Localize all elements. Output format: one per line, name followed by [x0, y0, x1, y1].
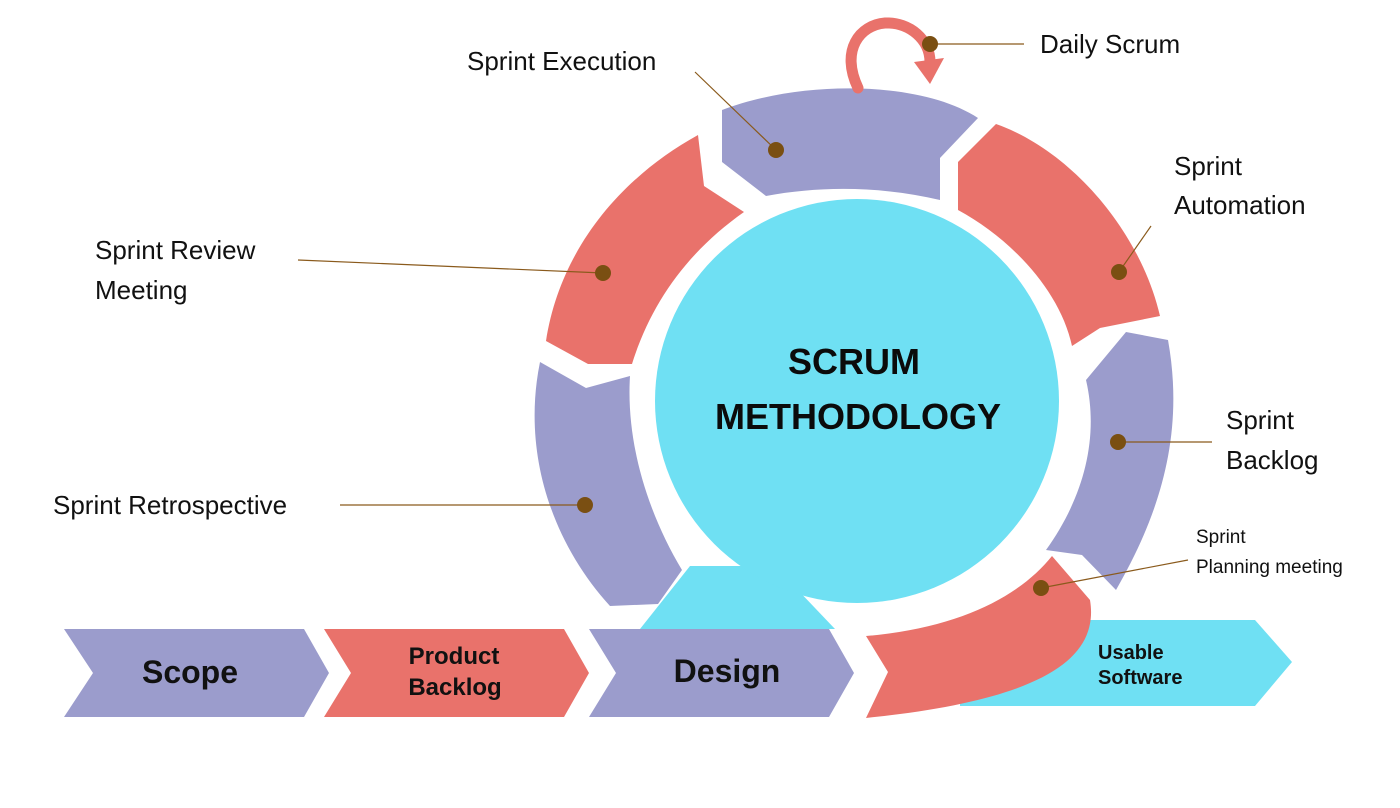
flow-label-product-backlog-line-1: Product — [409, 643, 500, 670]
flow-arrow-scope — [64, 629, 329, 717]
leader-sprint-review — [297, 259, 604, 274]
flow-arrow-design — [589, 629, 854, 717]
label-sprint-planning-line-1: Sprint — [1196, 527, 1246, 548]
segment-sprint-automation — [958, 124, 1160, 346]
dot-sprint-backlog — [1110, 434, 1126, 450]
label-sprint-backlog-line-2: Backlog — [1226, 445, 1319, 475]
label-sprint-backlog-line-1: Sprint — [1226, 405, 1295, 435]
leader-sprint-execution — [694, 71, 777, 151]
leader-sprint-planning — [1040, 559, 1189, 589]
flow-label-product-backlog-line-2: Backlog — [408, 674, 501, 701]
daily-scrum-loop-arrow — [845, 17, 936, 94]
dot-sprint-automation — [1111, 264, 1127, 280]
flow-label-design: Design — [674, 653, 781, 689]
dot-daily-scrum — [922, 36, 938, 52]
label-sprint-review-line-2: Meeting — [95, 275, 188, 305]
dot-sprint-review — [595, 265, 611, 281]
segment-sprint-retrospective — [534, 362, 682, 606]
flow-arrow-product-backlog — [324, 629, 589, 717]
dot-sprint-retrospective — [577, 497, 593, 513]
center-circle — [655, 199, 1059, 603]
label-sprint-automation-line-1: Sprint — [1174, 151, 1243, 181]
segment-sprint-backlog — [1046, 332, 1174, 590]
label-sprint-execution: Sprint Execution — [467, 46, 656, 76]
center-title-line-2: METHODOLOGY — [715, 396, 1001, 437]
center-title-line-1: SCRUM — [788, 341, 920, 382]
label-sprint-retrospective: Sprint Retrospective — [53, 490, 287, 520]
dot-sprint-planning — [1033, 580, 1049, 596]
flow-label-usable-software-line-2: Software — [1098, 667, 1182, 689]
flow-label-scope: Scope — [142, 654, 238, 690]
flow-label-usable-software-line-1: Usable — [1098, 642, 1164, 664]
segment-sprint-planning — [866, 556, 1092, 718]
segment-sprint-execution — [722, 88, 978, 200]
dot-sprint-execution — [768, 142, 784, 158]
label-sprint-planning-line-2: Planning meeting — [1196, 557, 1343, 578]
label-sprint-review-line-1: Sprint Review — [95, 235, 256, 265]
segment-sprint-review — [546, 135, 744, 364]
label-sprint-automation-line-2: Automation — [1174, 190, 1306, 220]
daily-scrum-arrowhead — [914, 58, 944, 84]
label-daily-scrum: Daily Scrum — [1040, 29, 1180, 59]
leader-sprint-automation — [1118, 225, 1152, 273]
